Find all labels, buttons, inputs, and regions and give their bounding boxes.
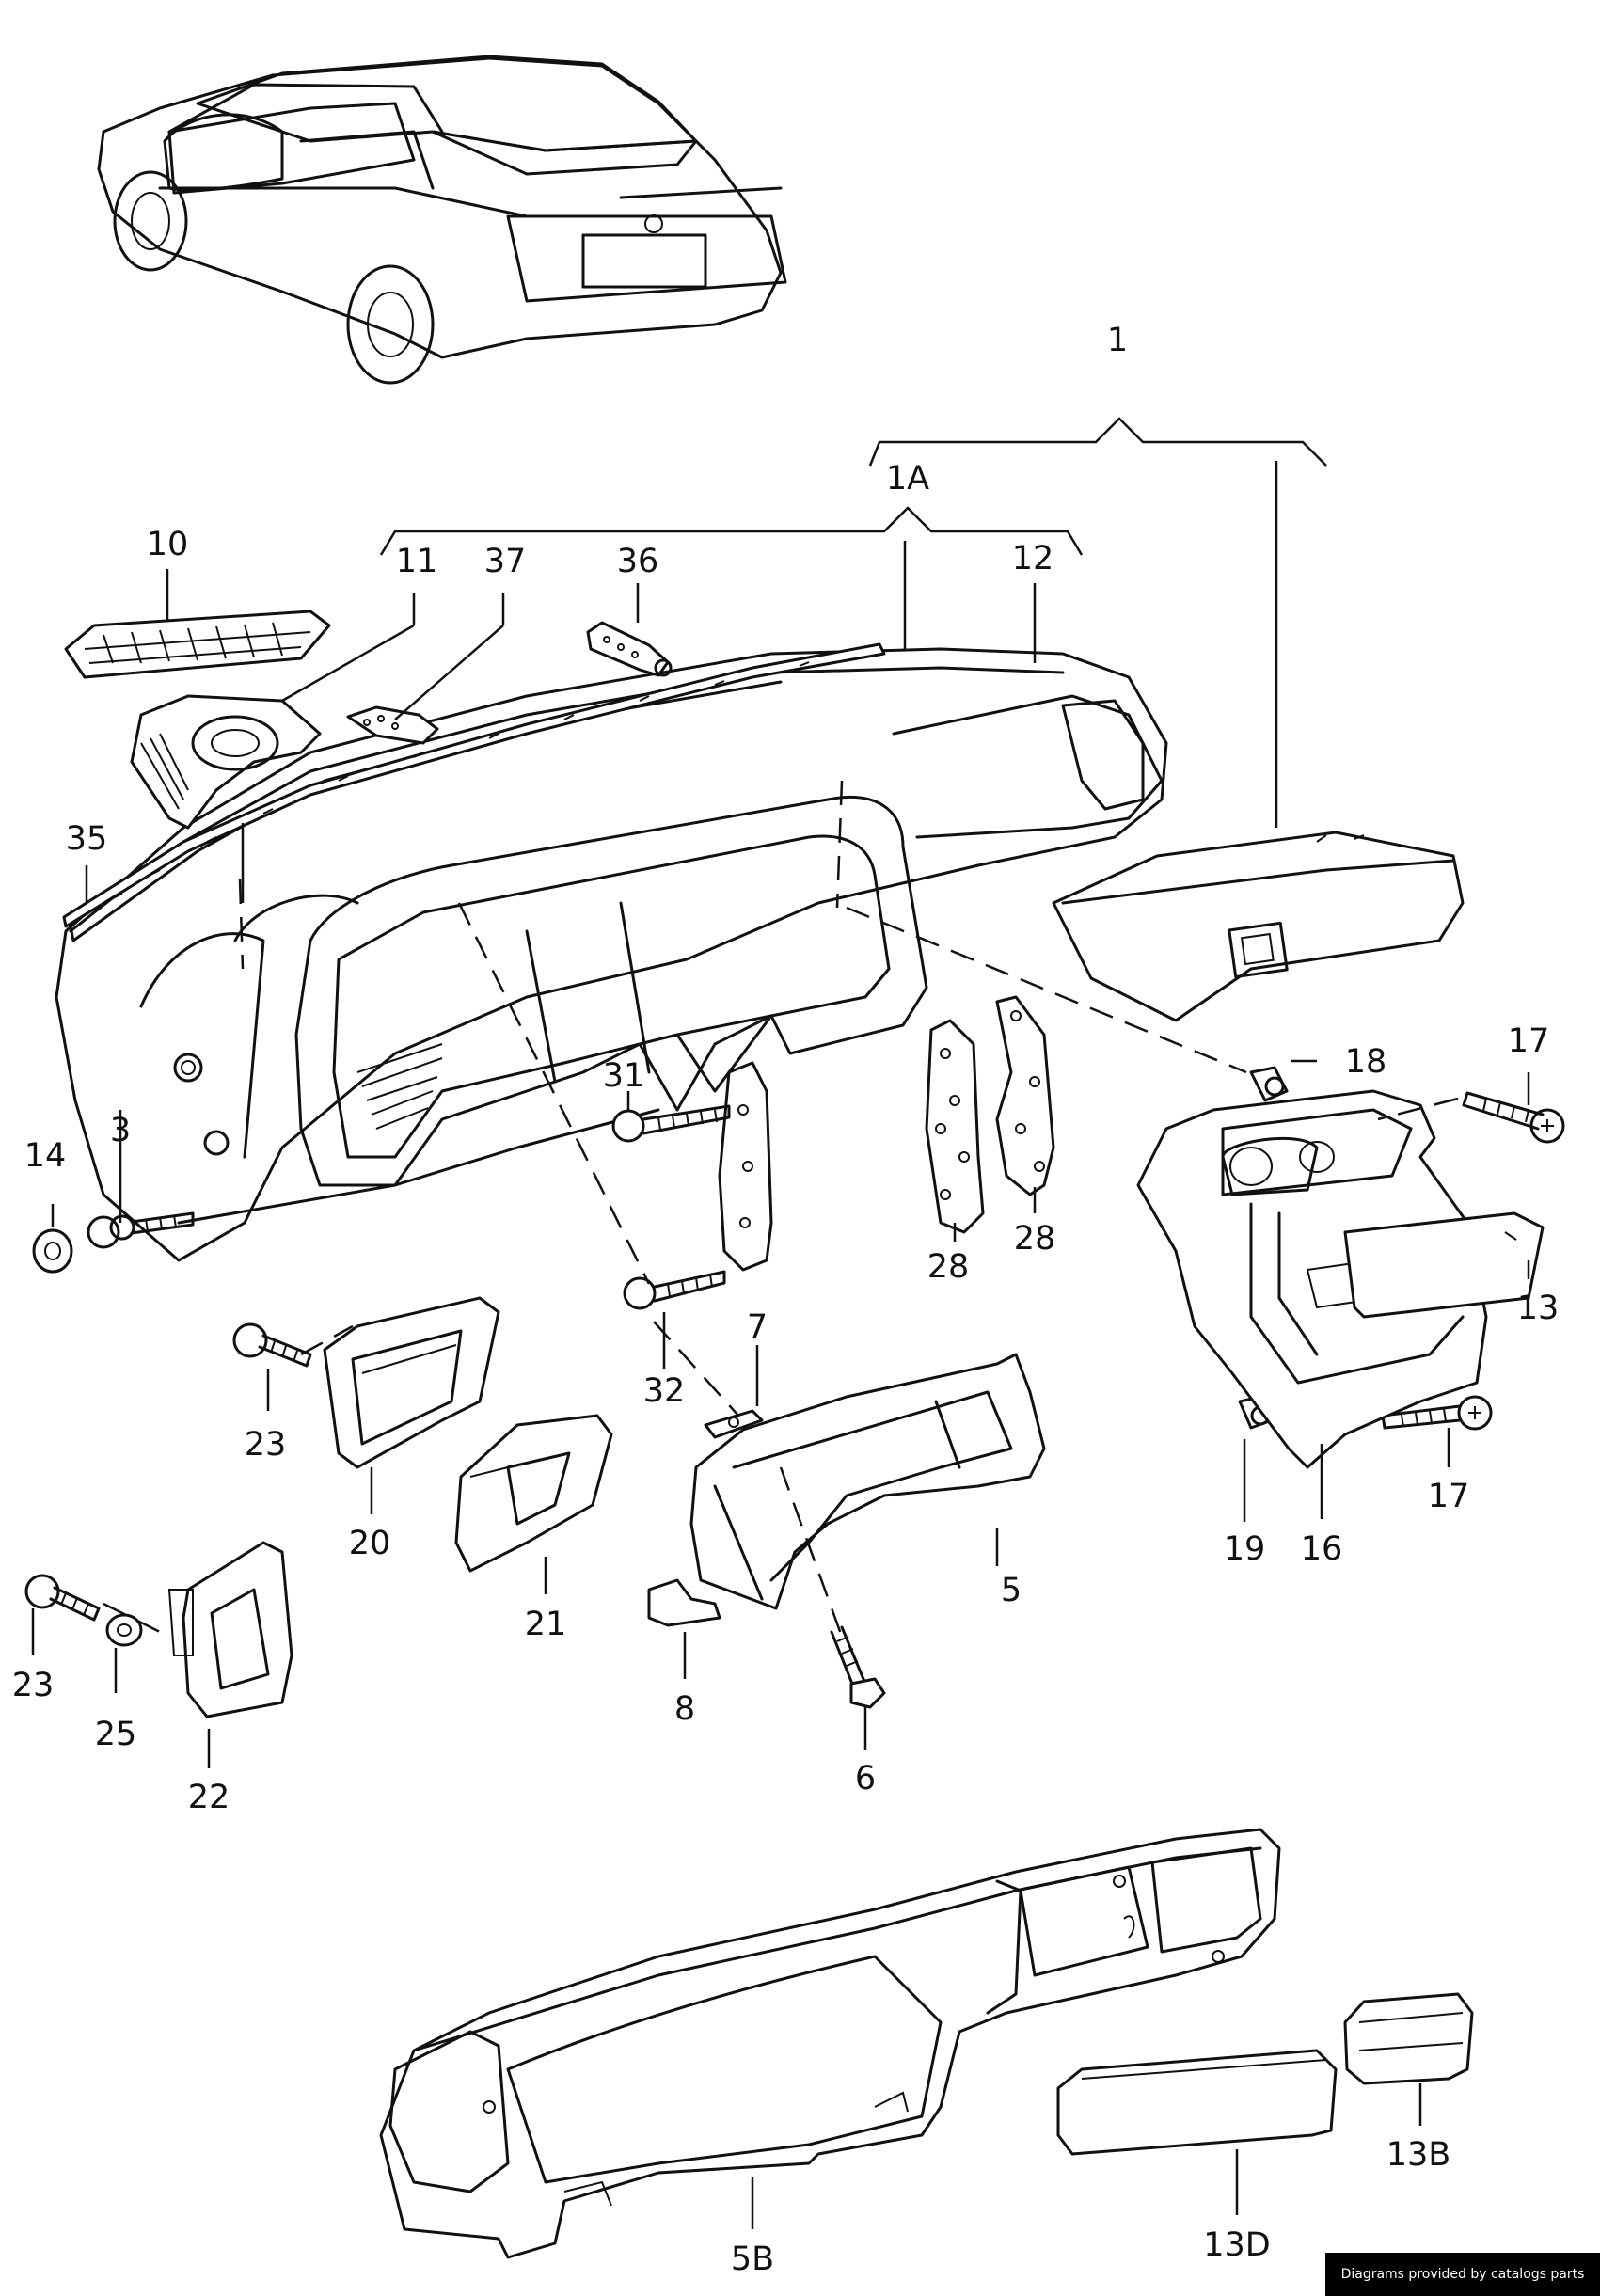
label-17a: 17 [1508, 1022, 1550, 1060]
bracket-28b [995, 995, 1055, 1196]
screw-3 [87, 1211, 195, 1249]
label-11: 11 [396, 543, 438, 580]
screw-32 [623, 1270, 726, 1310]
label-28b: 28 [1014, 1220, 1056, 1258]
screw-23a [232, 1322, 312, 1368]
label-1: 1 [1107, 322, 1128, 359]
car-illustration [97, 55, 787, 385]
label-37: 37 [484, 543, 527, 580]
label-19: 19 [1224, 1530, 1266, 1568]
panel-13d [1056, 2049, 1338, 2156]
label-23a: 23 [245, 1426, 287, 1464]
label-13d: 13D [1203, 2226, 1271, 2264]
label-7: 7 [747, 1308, 768, 1346]
label-28a: 28 [927, 1248, 970, 1286]
screw-17a [1462, 1091, 1565, 1144]
leader-lines [31, 569, 1530, 2229]
label-10: 10 [147, 526, 189, 563]
label-14: 14 [24, 1137, 67, 1175]
label-13b: 13B [1386, 2136, 1451, 2174]
sensor-36 [586, 621, 673, 677]
part-labels: 1 1A 10 11 37 36 12 35 14 3 31 32 7 28 2… [12, 322, 1560, 2278]
assembly-dashed-lines [103, 780, 1459, 1639]
label-36: 36 [617, 543, 659, 580]
label-6: 6 [855, 1760, 876, 1797]
label-16: 16 [1301, 1530, 1343, 1568]
screw-6 [830, 1625, 886, 1709]
trim-bezel-22 [167, 1541, 293, 1718]
nut-25 [105, 1613, 143, 1647]
panel-13 [1343, 1211, 1545, 1319]
panel-13b [1343, 1992, 1474, 2085]
screw-31 [611, 1104, 731, 1143]
center-console-frame [1136, 1089, 1488, 1469]
dash-speaker-grille [356, 1043, 443, 1130]
vent-grille [64, 610, 331, 679]
center-bracket [718, 1061, 773, 1272]
dashboard-lower-5b [379, 1828, 1281, 2259]
label-5b: 5B [731, 2241, 774, 2278]
label-13: 13 [1517, 1290, 1560, 1327]
side-vent-housing [130, 694, 322, 830]
cluster-housing-5 [689, 1353, 1046, 1610]
label-12: 12 [1012, 540, 1054, 578]
label-22: 22 [188, 1779, 230, 1816]
label-1a: 1A [886, 460, 929, 498]
trim-cup-21 [454, 1414, 613, 1573]
screw-17b [1381, 1395, 1493, 1431]
label-20: 20 [349, 1525, 391, 1562]
label-17b: 17 [1428, 1478, 1470, 1515]
label-25: 25 [95, 1716, 137, 1753]
label-35: 35 [66, 820, 108, 858]
defroster-strip [62, 642, 886, 928]
label-31: 31 [603, 1057, 645, 1095]
washer-14 [32, 1228, 73, 1274]
trim-frame-20 [323, 1296, 500, 1469]
label-5: 5 [1001, 1572, 1022, 1609]
label-21: 21 [525, 1606, 567, 1643]
credit-banner: Diagrams provided by catalogs parts [1325, 2253, 1600, 2296]
clip-8 [647, 1578, 721, 1627]
glove-box [1052, 831, 1465, 1022]
label-32: 32 [643, 1372, 686, 1410]
bracket-28a [925, 1019, 985, 1234]
label-23b: 23 [12, 1667, 55, 1704]
sensor-37 [346, 705, 439, 745]
label-18: 18 [1345, 1043, 1387, 1081]
clip-18 [1249, 1066, 1289, 1102]
group-brackets [379, 417, 1327, 828]
screw-23b [24, 1574, 101, 1622]
label-3: 3 [110, 1112, 131, 1149]
label-8: 8 [674, 1690, 695, 1728]
